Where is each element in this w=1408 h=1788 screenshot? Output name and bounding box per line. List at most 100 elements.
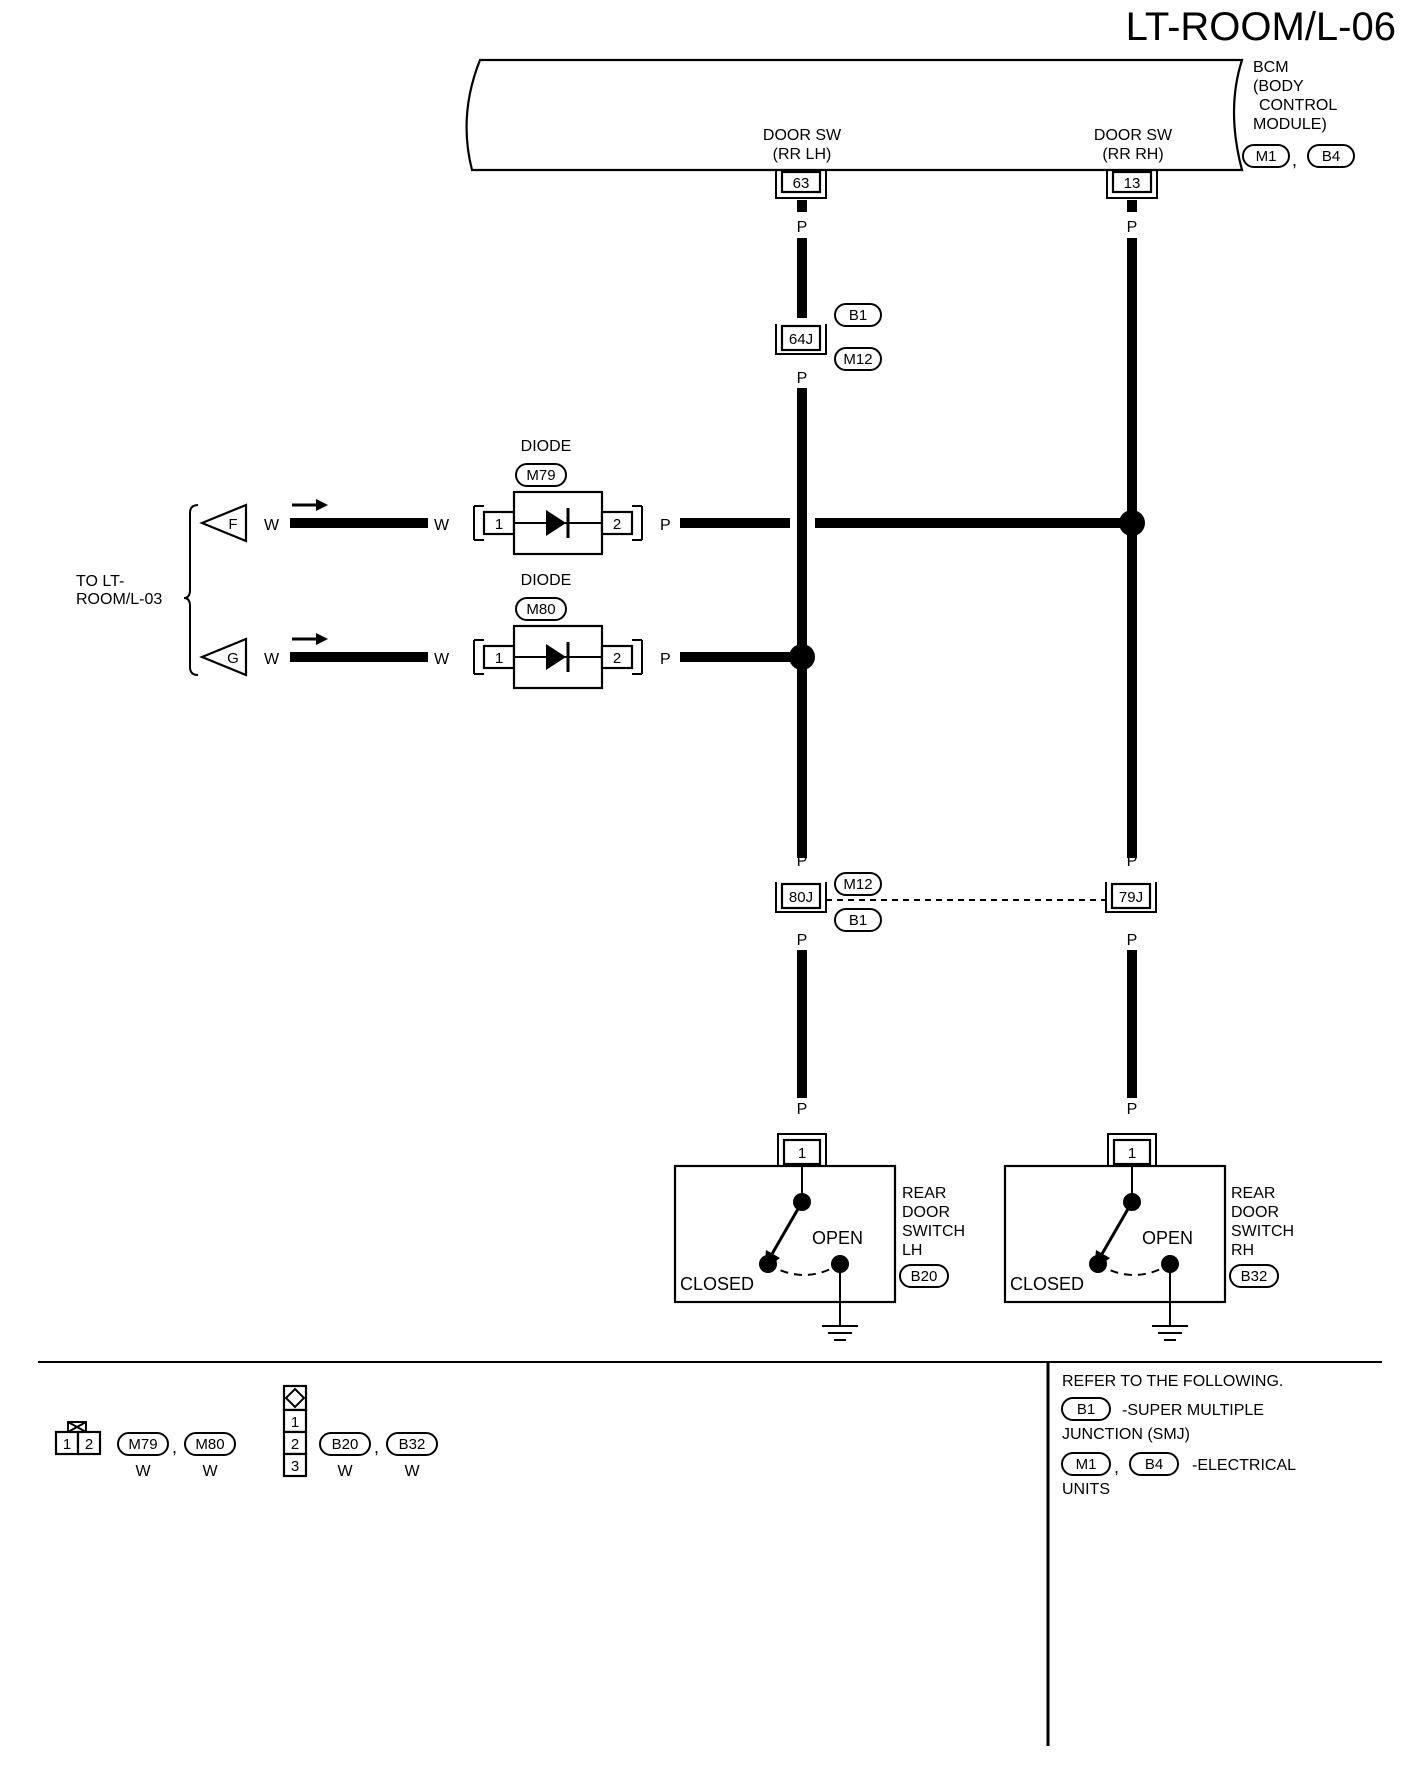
svg-text:W: W bbox=[135, 1463, 151, 1480]
svg-text:-SUPER MULTIPLE: -SUPER MULTIPLE bbox=[1122, 1402, 1264, 1419]
svg-text:CLOSED: CLOSED bbox=[680, 1274, 754, 1294]
svg-text:P: P bbox=[797, 853, 808, 870]
svg-text:B32: B32 bbox=[1241, 1268, 1268, 1285]
svg-text:OPEN: OPEN bbox=[1142, 1228, 1193, 1248]
refer-heading: REFER TO THE FOLLOWING. bbox=[1062, 1373, 1283, 1390]
wire-color-labels: P P P P P P P P P P P W W W W bbox=[264, 219, 1137, 1118]
svg-text:M79: M79 bbox=[526, 467, 555, 484]
svg-text:JUNCTION (SMJ): JUNCTION (SMJ) bbox=[1062, 1426, 1190, 1443]
separator-comma: , bbox=[1292, 150, 1297, 170]
svg-text:63: 63 bbox=[793, 175, 810, 192]
svg-text:W: W bbox=[337, 1463, 353, 1480]
svg-text:B4: B4 bbox=[1322, 148, 1340, 165]
svg-text:13: 13 bbox=[1124, 175, 1141, 192]
svg-text:W: W bbox=[404, 1463, 420, 1480]
diode-m79-label: DIODE bbox=[521, 438, 572, 455]
offpage-connector-f: F bbox=[199, 499, 328, 543]
svg-text:G: G bbox=[227, 650, 239, 667]
svg-text:64J: 64J bbox=[789, 331, 813, 348]
bcm-label-4: MODULE) bbox=[1253, 116, 1327, 133]
junction-80j-connector-b1: B1 bbox=[834, 908, 882, 932]
bcm-pin-63: 63 bbox=[775, 170, 827, 199]
svg-text:UNITS: UNITS bbox=[1062, 1481, 1110, 1498]
svg-text:M79: M79 bbox=[128, 1436, 157, 1453]
svg-text:W: W bbox=[434, 517, 450, 534]
splice-lh bbox=[789, 644, 815, 670]
svg-text:M80: M80 bbox=[526, 601, 555, 618]
junction-80j: 80J bbox=[775, 882, 827, 913]
svg-text:P: P bbox=[660, 651, 671, 668]
svg-text:3: 3 bbox=[291, 1458, 299, 1475]
diode-m80-label: DIODE bbox=[521, 572, 572, 589]
svg-text:80J: 80J bbox=[789, 889, 813, 906]
svg-text:P: P bbox=[1127, 853, 1138, 870]
svg-text:F: F bbox=[228, 516, 237, 533]
bcm-connector-m1: M1 bbox=[1242, 144, 1290, 168]
junction-64j-connector-b1: B1 bbox=[834, 303, 882, 327]
refer-section: REFER TO THE FOLLOWING. B1 -SUPER MULTIP… bbox=[1061, 1373, 1296, 1498]
svg-text:P: P bbox=[1127, 932, 1138, 949]
bcm-terminal-rh-name-1: DOOR SW bbox=[1094, 127, 1173, 144]
svg-text:P: P bbox=[1127, 219, 1138, 236]
svg-text:B4: B4 bbox=[1145, 1456, 1163, 1473]
svg-text:W: W bbox=[264, 517, 280, 534]
junction-80j-connector-m12: M12 bbox=[834, 872, 882, 896]
svg-text:LH: LH bbox=[902, 1242, 922, 1259]
svg-text:ROOM/L-03: ROOM/L-03 bbox=[76, 591, 162, 608]
svg-text:SWITCH: SWITCH bbox=[902, 1223, 965, 1240]
svg-text:B32: B32 bbox=[399, 1436, 426, 1453]
svg-text:,: , bbox=[374, 1437, 379, 1457]
svg-text:P: P bbox=[797, 1101, 808, 1118]
svg-text:,: , bbox=[1114, 1457, 1119, 1477]
svg-text:B1: B1 bbox=[849, 912, 867, 929]
svg-text:1: 1 bbox=[63, 1436, 71, 1453]
svg-text:,: , bbox=[172, 1437, 177, 1457]
svg-text:DOOR: DOOR bbox=[902, 1204, 950, 1221]
svg-text:M1: M1 bbox=[1076, 1456, 1097, 1473]
junction-79j: 79J bbox=[1105, 882, 1157, 913]
svg-text:B1: B1 bbox=[1077, 1401, 1095, 1418]
svg-text:REAR: REAR bbox=[902, 1185, 946, 1202]
svg-text:79J: 79J bbox=[1119, 889, 1143, 906]
svg-text:M12: M12 bbox=[843, 351, 872, 368]
svg-text:-ELECTRICAL: -ELECTRICAL bbox=[1192, 1457, 1296, 1474]
svg-text:2: 2 bbox=[85, 1436, 93, 1453]
svg-text:SWITCH: SWITCH bbox=[1231, 1223, 1294, 1240]
junction-64j: 64J bbox=[775, 324, 827, 355]
svg-text:2: 2 bbox=[613, 650, 621, 667]
svg-text:W: W bbox=[202, 1463, 218, 1480]
bcm-terminal-lh-name-1: DOOR SW bbox=[763, 127, 842, 144]
svg-text:W: W bbox=[434, 651, 450, 668]
bcm-label-2: (BODY bbox=[1253, 78, 1304, 95]
svg-text:1: 1 bbox=[1128, 1145, 1136, 1162]
svg-text:M1: M1 bbox=[1256, 148, 1277, 165]
svg-text:P: P bbox=[797, 932, 808, 949]
diode-m80: DIODE M80 1 2 bbox=[473, 572, 643, 690]
svg-text:TO LT-: TO LT- bbox=[76, 573, 124, 590]
svg-text:REAR: REAR bbox=[1231, 1185, 1275, 1202]
svg-text:B20: B20 bbox=[911, 1268, 938, 1285]
splice-rh bbox=[1119, 510, 1145, 536]
svg-text:1: 1 bbox=[291, 1414, 299, 1431]
bcm-module: BCM (BODY CONTROL MODULE) M1 , B4 DOOR S… bbox=[465, 58, 1355, 172]
svg-text:2: 2 bbox=[291, 1436, 299, 1453]
svg-text:1: 1 bbox=[495, 650, 503, 667]
bcm-connector-b4: B4 bbox=[1307, 144, 1355, 168]
diode-m79: DIODE M79 1 2 bbox=[473, 438, 643, 556]
svg-text:1: 1 bbox=[495, 516, 503, 533]
legend-diode-connector: 1 2 M79 , M80 W W bbox=[54, 1421, 236, 1480]
offpage-connector-g: G bbox=[199, 633, 328, 677]
bcm-label-1: BCM bbox=[1253, 59, 1289, 76]
rear-door-switch-lh: 1 OPEN CLOSED REAR DOOR SWITCH LH B20 bbox=[673, 1133, 965, 1341]
page-title: LT-ROOM/L-06 bbox=[1126, 5, 1396, 49]
to-lt-room-l03-reference: TO LT- ROOM/L-03 bbox=[76, 504, 199, 676]
svg-text:P: P bbox=[660, 517, 671, 534]
svg-text:CLOSED: CLOSED bbox=[1010, 1274, 1084, 1294]
svg-text:B1: B1 bbox=[849, 307, 867, 324]
bcm-pin-13: 13 bbox=[1106, 170, 1158, 199]
svg-text:P: P bbox=[797, 370, 808, 387]
svg-text:1: 1 bbox=[798, 1145, 806, 1162]
svg-text:W: W bbox=[264, 651, 280, 668]
bcm-terminal-lh-name-2: (RR LH) bbox=[773, 146, 832, 163]
